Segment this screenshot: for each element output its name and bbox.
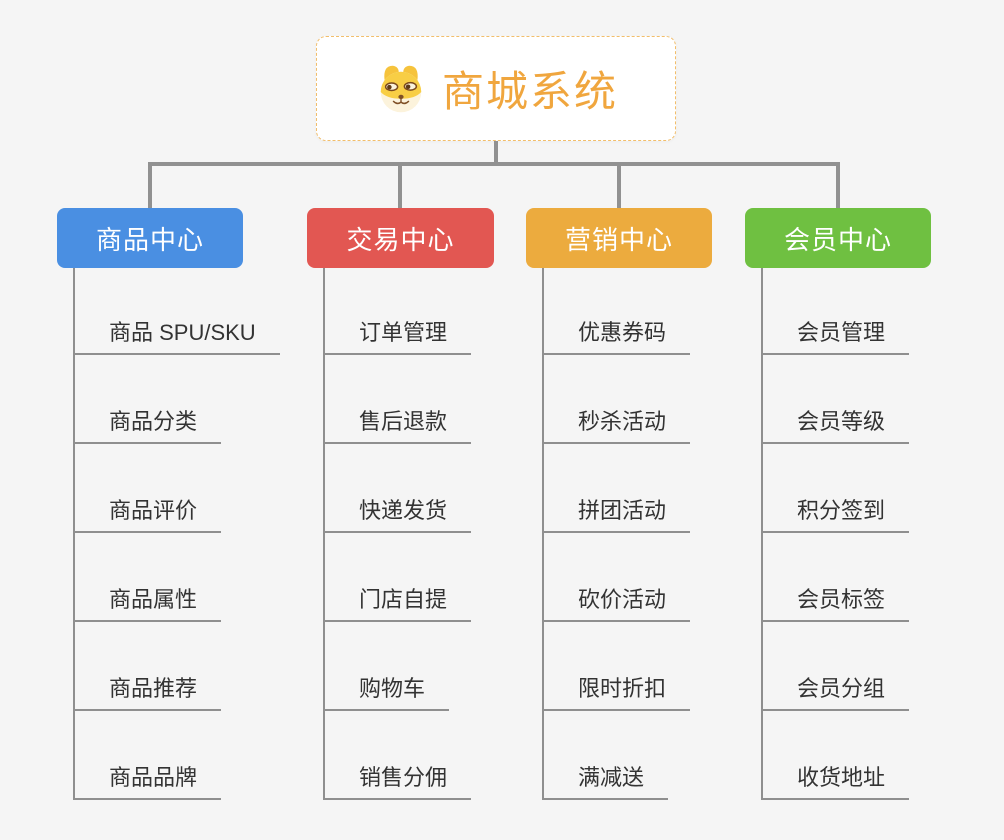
leaf-node[interactable]: 收货地址	[763, 760, 910, 800]
leaf-node[interactable]: 商品品牌	[75, 760, 222, 800]
leaf-row: 会员标签	[763, 533, 931, 622]
branch-column-trade: 交易中心 订单管理 售后退款 快递发货 门店自提 购物车 销售分佣	[307, 208, 494, 800]
leaf-node[interactable]: 会员分组	[763, 671, 910, 711]
leaf-node[interactable]: 会员管理	[763, 315, 910, 355]
leaf-row: 商品推荐	[75, 622, 243, 711]
leaf-row: 商品分类	[75, 355, 243, 444]
leaf-node[interactable]: 门店自提	[325, 582, 472, 622]
leaf-row: 砍价活动	[544, 533, 712, 622]
connector-root-drop	[494, 141, 498, 165]
leaf-row: 积分签到	[763, 444, 931, 533]
leaf-node[interactable]: 限时折扣	[544, 671, 691, 711]
branch-column-goods: 商品中心 商品 SPU/SKU 商品分类 商品评价 商品属性 商品推荐 商品品牌	[57, 208, 280, 800]
leaf-node[interactable]: 会员标签	[763, 582, 910, 622]
leaf-node[interactable]: 商品属性	[75, 582, 222, 622]
leaf-node[interactable]: 拼团活动	[544, 493, 691, 533]
leaf-row: 订单管理	[325, 268, 494, 355]
leaf-node[interactable]: 商品推荐	[75, 671, 222, 711]
leaf-node[interactable]: 秒杀活动	[544, 404, 691, 444]
leaf-row: 商品评价	[75, 444, 243, 533]
leaf-row: 优惠券码	[544, 268, 712, 355]
connector-drop-goods	[148, 164, 152, 208]
branch-node-trade[interactable]: 交易中心	[307, 208, 494, 268]
leaf-row: 门店自提	[325, 533, 494, 622]
leaf-node[interactable]: 销售分佣	[325, 760, 472, 800]
root-title: 商城系统	[441, 68, 618, 115]
leaf-list-trade: 订单管理 售后退款 快递发货 门店自提 购物车 销售分佣	[323, 268, 494, 800]
leaf-row: 会员等级	[763, 355, 931, 444]
leaf-node[interactable]: 订单管理	[325, 315, 472, 355]
leaf-node[interactable]: 会员等级	[763, 404, 910, 444]
leaf-node[interactable]: 满减送	[544, 760, 669, 800]
leaf-node[interactable]: 积分签到	[763, 493, 910, 533]
leaf-row: 拼团活动	[544, 444, 712, 533]
connector-drop-trade	[398, 164, 402, 208]
leaf-row: 秒杀活动	[544, 355, 712, 444]
leaf-row: 销售分佣	[325, 711, 494, 800]
leaf-node[interactable]: 售后退款	[325, 404, 472, 444]
doge-icon	[380, 65, 422, 112]
root-node[interactable]: 商城系统	[316, 36, 676, 141]
leaf-row: 售后退款	[325, 355, 494, 444]
branch-node-goods[interactable]: 商品中心	[57, 208, 243, 268]
leaf-node[interactable]: 商品分类	[75, 404, 222, 444]
leaf-list-goods: 商品 SPU/SKU 商品分类 商品评价 商品属性 商品推荐 商品品牌	[73, 268, 280, 800]
leaf-node[interactable]: 购物车	[325, 671, 450, 711]
leaf-row: 收货地址	[763, 711, 931, 800]
leaf-list-member: 会员管理 会员等级 积分签到 会员标签 会员分组 收货地址	[761, 268, 931, 800]
leaf-node[interactable]: 优惠券码	[544, 315, 691, 355]
leaf-node[interactable]: 快递发货	[325, 493, 472, 533]
leaf-row: 购物车	[325, 622, 494, 711]
leaf-node[interactable]: 砍价活动	[544, 582, 691, 622]
leaf-row: 会员分组	[763, 622, 931, 711]
leaf-row: 快递发货	[325, 444, 494, 533]
leaf-row: 商品品牌	[75, 711, 243, 800]
connector-drop-member	[836, 164, 840, 208]
branch-column-member: 会员中心 会员管理 会员等级 积分签到 会员标签 会员分组 收货地址	[745, 208, 931, 800]
branch-node-member[interactable]: 会员中心	[745, 208, 931, 268]
leaf-row: 限时折扣	[544, 622, 712, 711]
leaf-row: 商品属性	[75, 533, 243, 622]
leaf-node[interactable]: 商品评价	[75, 493, 222, 533]
branch-node-marketing[interactable]: 营销中心	[526, 208, 712, 268]
connector-horizontal-bar	[148, 162, 840, 166]
leaf-row: 会员管理	[763, 268, 931, 355]
leaf-node[interactable]: 商品 SPU/SKU	[75, 315, 280, 355]
leaf-list-marketing: 优惠券码 秒杀活动 拼团活动 砍价活动 限时折扣 满减送	[542, 268, 712, 800]
leaf-row: 满减送	[544, 711, 712, 800]
branch-column-marketing: 营销中心 优惠券码 秒杀活动 拼团活动 砍价活动 限时折扣 满减送	[526, 208, 712, 800]
leaf-row: 商品 SPU/SKU	[75, 268, 280, 355]
connector-drop-marketing	[617, 164, 621, 208]
